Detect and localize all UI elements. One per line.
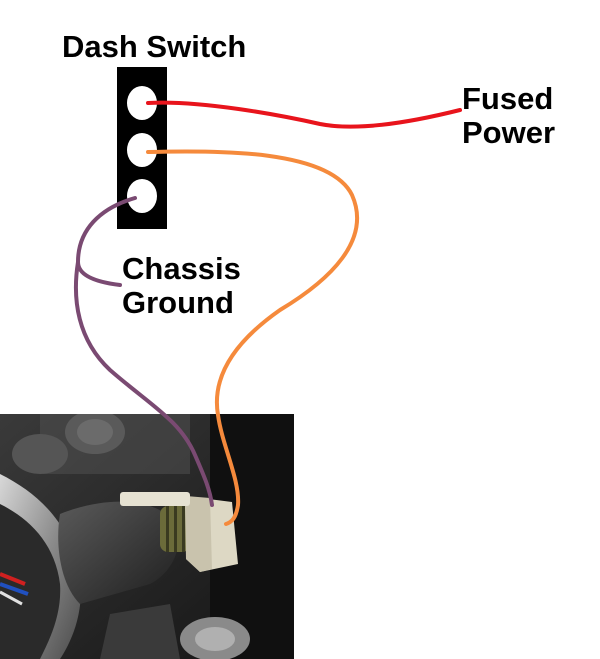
chassis-ground-label: Chassis Ground [122,252,241,320]
chassis-ground-wire [73,196,214,507]
switch-terminal-top [127,86,157,120]
fused-power-label-line2: Power [462,115,556,150]
dash-switch-label-text: Dash Switch [62,29,247,64]
sensor-connector-photo [0,414,294,659]
chassis-ground-label-line2: Ground [122,285,234,320]
sensor-signal-wire [146,149,360,526]
fused-power-label: Fused Power [462,82,555,150]
dash-switch-label: Dash Switch [62,30,246,64]
switch-terminal-bottom [127,179,157,213]
chassis-ground-label-line1: Chassis [122,251,241,286]
fused-power-label-line1: Fused [462,81,554,116]
switch-terminal-middle [127,133,157,167]
fused-power-wire [146,100,462,129]
